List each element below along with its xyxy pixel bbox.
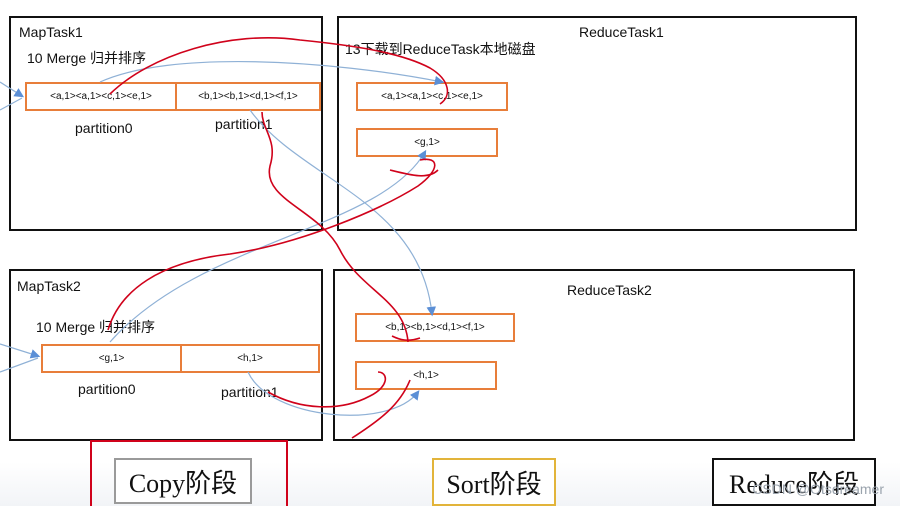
copy-stage-frame (90, 440, 288, 506)
map-task-2-partition0: <g,1> (41, 344, 182, 373)
map-task-1-partition1-label: partition1 (215, 116, 273, 132)
sort-stage-label: Sort阶段 (432, 458, 556, 506)
reduce-task-1-title: ReduceTask1 (579, 24, 664, 40)
map-task-1-partition0: <a,1><a,1><c,1><e,1> (25, 82, 177, 111)
map-task-2-merge-label: 10 Merge 归并排序 (36, 319, 156, 335)
map-task-2-title: MapTask2 (17, 278, 81, 294)
map-task-2-box: MapTask2 10 Merge 归并排序 <g,1> <h,1> parti… (9, 269, 323, 441)
reduce-task-2-block-h: <h,1> (355, 361, 497, 390)
watermark: CSDN @Otsdreamer (752, 481, 884, 497)
reduce-task-2-block-b: <b,1><b,1><d,1><f,1> (355, 313, 515, 342)
map-task-2-partition1: <h,1> (180, 344, 320, 373)
reduce-task-2-box: ReduceTask2 <b,1><b,1><d,1><f,1> <h,1> (333, 269, 855, 441)
map-task-2-partition1-label: partition1 (221, 384, 279, 400)
reduce-task-2-title: ReduceTask2 (567, 282, 652, 298)
map-task-1-partition1: <b,1><b,1><d,1><f,1> (175, 82, 321, 111)
reduce-task-1-box: ReduceTask1 13下载到ReduceTask本地磁盘 <a,1><a,… (337, 16, 857, 231)
copy-stage-label: Copy阶段 (114, 458, 252, 504)
reduce-task-1-download-label: 13下载到ReduceTask本地磁盘 (345, 41, 536, 57)
map-task-1-partition0-label: partition0 (75, 120, 133, 136)
map-task-1-box: MapTask1 10 Merge 归并排序 <a,1><a,1><c,1><e… (9, 16, 323, 231)
reduce-task-1-block-g: <g,1> (356, 128, 498, 157)
map-task-1-title: MapTask1 (19, 24, 83, 40)
map-task-1-merge-label: 10 Merge 归并排序 (27, 50, 147, 66)
reduce-stage-label: Reduce阶段 (712, 458, 876, 506)
map-task-2-partition0-label: partition0 (78, 381, 136, 397)
reduce-task-1-block-a: <a,1><a,1><c,1><e,1> (356, 82, 508, 111)
